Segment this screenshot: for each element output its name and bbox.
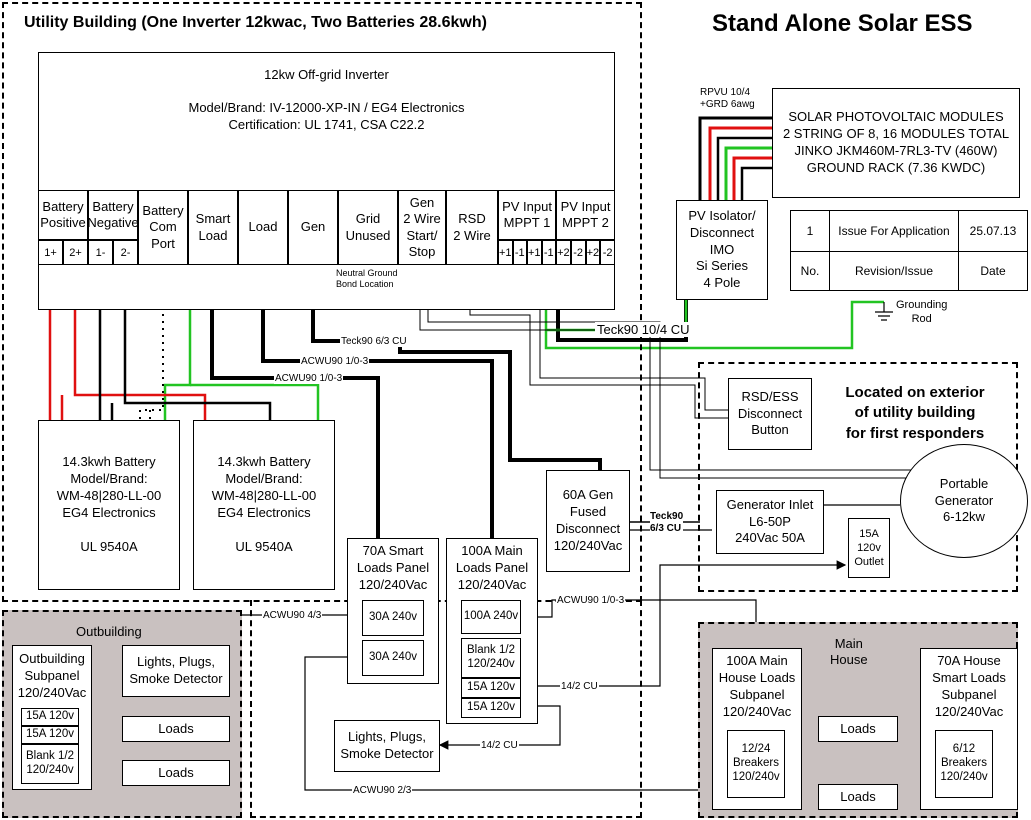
smart-house-subpanel-label: 70A House Smart Loads Subpanel 120/240Va… <box>932 653 1006 719</box>
main-house-breakers: 12/24 Breakers 120/240v <box>727 730 785 798</box>
terminal-grid: Grid Unused <box>338 190 398 265</box>
utility-building-boundary <box>2 2 642 602</box>
gen-fused-disconnect: 60A Gen Fused Disconnect 120/240Vac <box>546 470 630 572</box>
terminal-battery-com: Battery Com Port <box>138 190 188 265</box>
revision-header-no: No. <box>790 251 830 291</box>
smart-house-breakers: 6/12 Breakers 120/240v <box>935 730 993 798</box>
rpvu-label: RPVU 10/4 +GRD 6awg <box>700 87 755 110</box>
pv-isolator: PV Isolator/ Disconnect IMO Si Series 4 … <box>676 200 768 300</box>
main-house-title: Main House <box>830 636 868 668</box>
pin: 1- <box>88 240 113 265</box>
terminal-pv-mppt2: PV Input MPPT 2 <box>556 190 615 240</box>
terminal-battery-positive: Battery Positive <box>38 190 88 240</box>
rsd-disconnect-button[interactable]: RSD/ESS Disconnect Button <box>728 378 812 450</box>
revision-no: 1 <box>790 210 830 252</box>
pin: -1 <box>541 240 556 265</box>
pin: +1 <box>498 240 513 265</box>
breaker-15a-1: 15A 120v <box>461 678 521 698</box>
breaker-30a-1: 30A 240v <box>362 600 424 636</box>
outbuilding-breaker-1: 15A 120v <box>21 708 79 726</box>
terminal-battery-negative: Battery Negative <box>87 190 139 240</box>
pin: -1 <box>512 240 527 265</box>
pin: +2 <box>585 240 601 265</box>
acwu-house-label: ACWU90 1/0-3 <box>556 595 626 606</box>
outlet-15a: 15A 120v Outlet <box>848 518 890 578</box>
teck90-pv-label: Teck90 10/4 CU <box>595 322 692 337</box>
terminal-smart-load: Smart Load <box>188 190 238 265</box>
portable-generator: Portable Generator 6-12kw <box>900 444 1028 558</box>
revision-header-desc: Revision/Issue <box>829 251 959 291</box>
outbuilding-loads-2: Loads <box>122 760 230 786</box>
breaker-30a-2: 30A 240v <box>362 640 424 676</box>
acwu-out-label: ACWU90 4/3 <box>262 610 323 621</box>
acwu-smart-label: ACWU90 1/0-3 <box>274 373 344 384</box>
inverter: 12kw Off-grid Inverter Model/Brand: IV-1… <box>38 52 615 310</box>
neutral-bond-label: Neutral Ground Bond Location <box>336 268 398 289</box>
smart-panel-title: 70A Smart Loads Panel 120/240Vac <box>356 543 430 592</box>
battery-2: 14.3kwh Battery Model/Brand: WM-48|280-L… <box>193 420 335 590</box>
pin: 2- <box>113 240 138 265</box>
main-house-subpanel-label: 100A Main House Loads Subpanel 120/240Va… <box>718 653 796 719</box>
outbuilding-loads-1: Loads <box>122 716 230 742</box>
page-title: Stand Alone Solar ESS <box>712 10 973 37</box>
battery-1: 14.3kwh Battery Model/Brand: WM-48|280-L… <box>38 420 180 590</box>
pin: 1+ <box>38 240 63 265</box>
pin: -2 <box>600 240 615 265</box>
breaker-100a: 100A 240v <box>461 600 521 634</box>
terminal-pv-mppt1: PV Input MPPT 1 <box>498 190 556 240</box>
breaker-15a-2: 15A 120v <box>461 698 521 718</box>
exterior-note: Located on exterior of utility building … <box>845 384 985 442</box>
terminal-gen-start: Gen 2 Wire Start/ Stop <box>398 190 446 265</box>
pin: -2 <box>570 240 586 265</box>
outbuilding-lights: Lights, Plugs, Smoke Detector <box>122 645 230 697</box>
pin: +2 <box>556 240 571 265</box>
terminal-gen: Gen <box>288 190 338 265</box>
cu-outlet-label: 14/2 CU <box>560 681 599 692</box>
house-loads-1: Loads <box>818 716 898 742</box>
acwu-load-label: ACWU90 1/0-3 <box>300 356 370 367</box>
revision-desc: Issue For Application <box>829 210 959 252</box>
inverter-heading: 12kw Off-grid Inverter <box>264 67 389 82</box>
breaker-blank: Blank 1/2 120/240v <box>461 638 521 678</box>
generator-inlet: Generator Inlet L6-50P 240Vac 50A <box>716 490 824 554</box>
pin: 2+ <box>63 240 88 265</box>
acwu-house2-label: ACWU90 2/3 <box>352 785 413 796</box>
teck90-gen2-label: Teck90 6/3 CU <box>650 511 684 535</box>
main-panel-title: 100A Main Loads Panel 120/240Vac <box>455 543 529 592</box>
pin: +1 <box>527 240 542 265</box>
utility-building-boundary-lower <box>250 600 642 818</box>
inverter-certification: Certification: UL 1741, CSA C22.2 <box>228 116 425 132</box>
outbuilding-subpanel-label: Outbuilding Subpanel 120/240Vac <box>17 651 87 700</box>
pv-array-wires <box>698 116 772 200</box>
cu-lights-label: 14/2 CU <box>480 740 519 751</box>
terminal-load: Load <box>238 190 288 265</box>
outbuilding-breaker-blank: Blank 1/2 120/240v <box>21 744 79 784</box>
grounding-rod-label: Grounding Rod <box>896 299 948 326</box>
revision-date: 25.07.13 <box>958 210 1028 252</box>
utility-building-title: Utility Building (One Inverter 12kwac, T… <box>20 14 491 32</box>
outbuilding-title: Outbuilding <box>76 624 142 639</box>
pv-modules: SOLAR PHOTOVOLTAIC MODULES 2 STRING OF 8… <box>772 88 1020 198</box>
house-loads-2: Loads <box>818 784 898 810</box>
inverter-model: Model/Brand: IV-12000-XP-IN / EG4 Electr… <box>188 99 465 115</box>
lights-plugs-utility: Lights, Plugs, Smoke Detector <box>334 720 440 772</box>
terminal-rsd: RSD 2 Wire <box>446 190 498 265</box>
teck90-gen-label: Teck90 6/3 CU <box>340 336 408 347</box>
revision-header-date: Date <box>958 251 1028 291</box>
outbuilding-breaker-2: 15A 120v <box>21 726 79 744</box>
